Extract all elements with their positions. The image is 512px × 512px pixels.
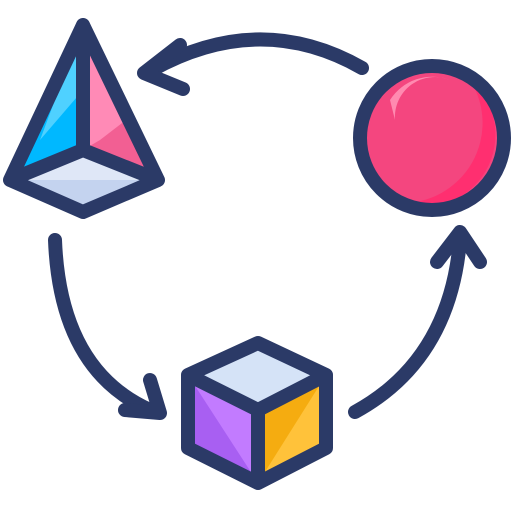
pyramid-base-shadow (10, 180, 158, 212)
sphere-icon (353, 59, 511, 217)
arrow-pyramid-to-cube-icon (48, 233, 167, 420)
pyramid-icon (3, 18, 165, 219)
arrow-sphere-to-pyramid-icon (137, 32, 369, 96)
sphere-highlight (390, 76, 450, 120)
cube-icon (181, 336, 333, 490)
sphere-shadow (400, 80, 496, 207)
arrow-cube-to-sphere-icon (348, 225, 487, 419)
